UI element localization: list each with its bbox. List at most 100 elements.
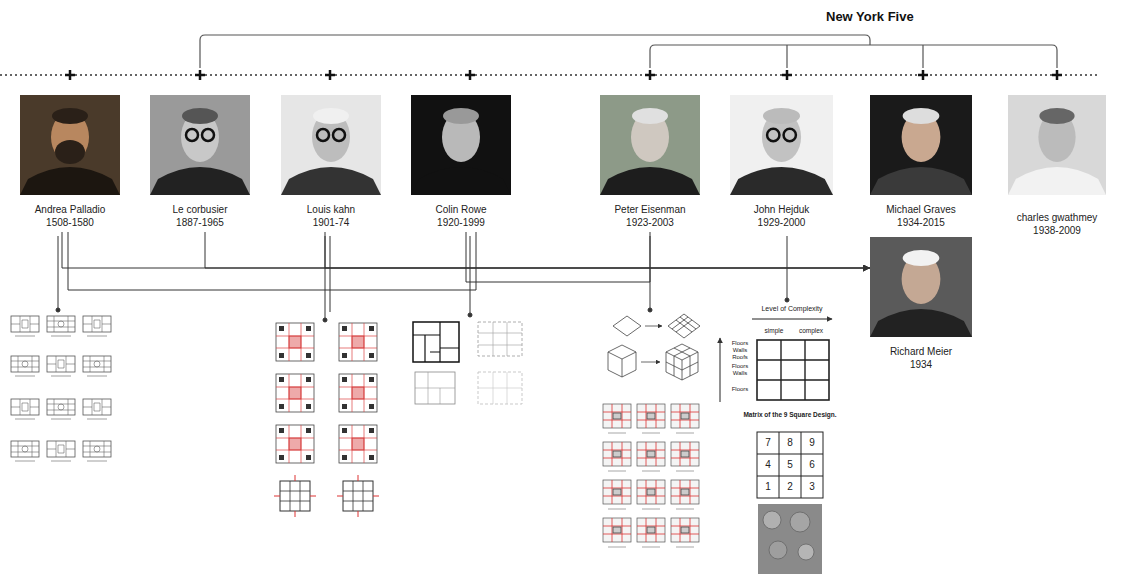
illustration-part	[637, 518, 665, 547]
illustration-part	[757, 432, 823, 498]
life-dates: 1938-2009	[1008, 224, 1106, 237]
diagram-note: Floors Walls Roofs	[725, 340, 755, 360]
illustration-part	[0, 74, 1100, 75]
illustration-part	[603, 480, 631, 509]
portrait-part	[281, 95, 381, 195]
illustration-part	[330, 236, 331, 312]
illustration-part	[468, 313, 472, 317]
illustration-part	[671, 518, 699, 547]
person-name: Colin Rowe	[411, 203, 511, 216]
portrait-photo	[870, 237, 972, 337]
illustration-part	[83, 441, 111, 461]
person-node: John Hejduk1929-2000	[730, 95, 833, 232]
illustration-part	[276, 323, 314, 361]
illustration-part	[323, 318, 327, 322]
life-dates: 1887-1965	[150, 216, 250, 229]
illustration-part	[415, 372, 455, 404]
portrait-part	[870, 237, 972, 337]
matrix-number: 5	[780, 459, 800, 471]
illustration-part	[648, 308, 652, 312]
illustration-part	[637, 480, 665, 509]
illustration-part	[274, 475, 316, 517]
portrait-part	[903, 108, 940, 124]
illustration-part	[769, 541, 787, 559]
portrait-part	[1039, 108, 1074, 124]
timeline	[0, 70, 1100, 80]
life-dates: 1934	[870, 358, 972, 371]
matrix-number: 6	[802, 459, 822, 471]
illustration-part	[56, 308, 60, 312]
portrait-photo	[281, 95, 381, 195]
illustration-part	[413, 322, 459, 362]
life-dates: 1901-74	[281, 216, 381, 229]
influence-connector	[205, 232, 870, 268]
portrait-part	[313, 108, 349, 124]
person-name: Richard Meier	[870, 345, 972, 358]
portrait-part	[730, 167, 833, 195]
person-name: Andrea Palladio	[20, 203, 120, 216]
illustration-part	[650, 45, 1057, 68]
illustration-part	[470, 236, 471, 313]
illustration-part	[785, 298, 789, 302]
matrix-number: 1	[758, 481, 778, 493]
person-name: Peter Eisenman	[600, 203, 700, 216]
portrait-part	[150, 167, 250, 195]
illustration-part	[637, 442, 665, 471]
illustration-part	[757, 340, 829, 400]
illustration-part	[757, 432, 823, 498]
illustration-part	[58, 236, 59, 308]
person-node: Michael Graves1934-2015	[870, 95, 972, 232]
group-title: New York Five	[826, 9, 914, 24]
portrait-part	[202, 129, 214, 141]
person-name: John Hejduk	[730, 203, 833, 216]
diagram-note: Floors	[725, 386, 755, 393]
illustration-part	[666, 348, 698, 376]
matrix-number: 4	[758, 459, 778, 471]
diagram-note: Floors Walls	[725, 363, 755, 377]
person-name: Michael Graves	[870, 203, 972, 216]
diagram-note: simple	[757, 327, 791, 335]
illustration-part	[478, 322, 522, 356]
portrait-part	[600, 167, 700, 195]
person-node: Louis kahn1901-74	[281, 95, 381, 232]
illustration-part	[763, 511, 781, 529]
illustration-part	[645, 326, 662, 327]
illustration-part	[671, 404, 699, 433]
person-node: Andrea Palladio1508-1580	[20, 95, 120, 232]
matrix-number: 7	[758, 437, 778, 449]
illustration-part	[752, 319, 832, 320]
portrait-photo	[870, 95, 972, 195]
illustration-part	[415, 372, 455, 404]
illustration-part	[668, 314, 700, 338]
portrait-part	[150, 95, 250, 195]
person-name: charles gwathmey	[1008, 211, 1106, 224]
portrait-photo	[600, 95, 700, 195]
portrait-part	[20, 95, 120, 195]
portrait-part	[784, 129, 796, 141]
portrait-part	[182, 108, 218, 124]
illustration-part	[83, 316, 111, 336]
portrait-part	[1008, 95, 1106, 195]
illustration-part	[637, 404, 665, 433]
life-dates: 1934-2015	[870, 216, 972, 229]
portrait-part	[186, 129, 198, 141]
illustration-part	[671, 480, 699, 509]
leader-lines	[56, 236, 789, 322]
illustration-part	[798, 544, 814, 560]
person-node: Colin Rowe1920-1999	[411, 95, 511, 232]
portrait-part	[632, 108, 668, 124]
illustration-part	[47, 356, 75, 376]
portrait-part	[600, 95, 700, 195]
person-node: Peter Eisenman1923-2003	[600, 95, 700, 232]
life-dates: 1508-1580	[20, 216, 120, 229]
portrait-part	[870, 309, 972, 337]
influence-connector	[325, 232, 870, 268]
portrait-part	[903, 250, 940, 266]
illustration-part	[11, 316, 39, 336]
illustration-part	[339, 374, 377, 412]
illustration-part	[276, 425, 314, 463]
illustration-part	[672, 317, 696, 332]
group-bracket	[200, 35, 1057, 68]
portrait-part	[443, 108, 479, 124]
portrait-part	[333, 129, 345, 141]
